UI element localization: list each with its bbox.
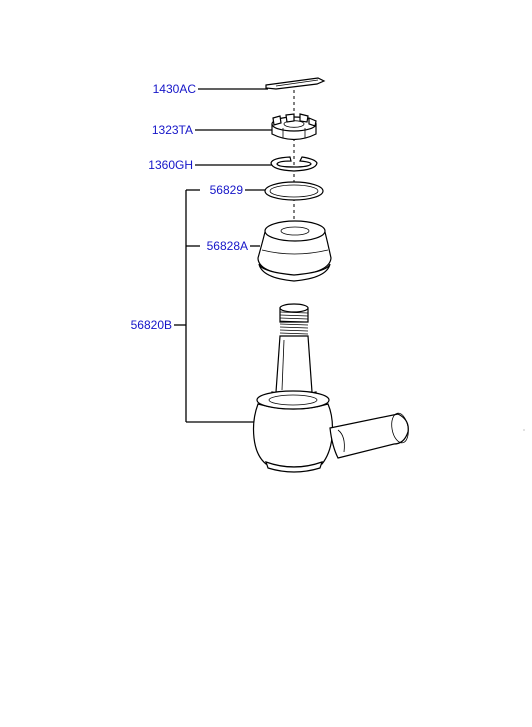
bracket-56820b	[174, 189, 254, 423]
tie-rod-end-part	[252, 303, 409, 473]
snap-ring-part	[270, 156, 318, 172]
dust-boot-part	[257, 220, 332, 282]
callout-56829: 56829	[210, 183, 244, 197]
cotter-pin-part	[265, 77, 326, 90]
callout-56820b: 56820B	[131, 318, 172, 332]
castle-nut-part	[271, 113, 317, 141]
callout-1323ta: 1323TA	[152, 123, 193, 137]
callout-1360gh: 1360GH	[148, 158, 193, 172]
callout-1430ac: 1430AC	[153, 82, 197, 96]
scan-speck	[523, 429, 525, 431]
callout-56828a: 56828A	[207, 239, 248, 253]
seal-ring-part	[264, 181, 324, 201]
